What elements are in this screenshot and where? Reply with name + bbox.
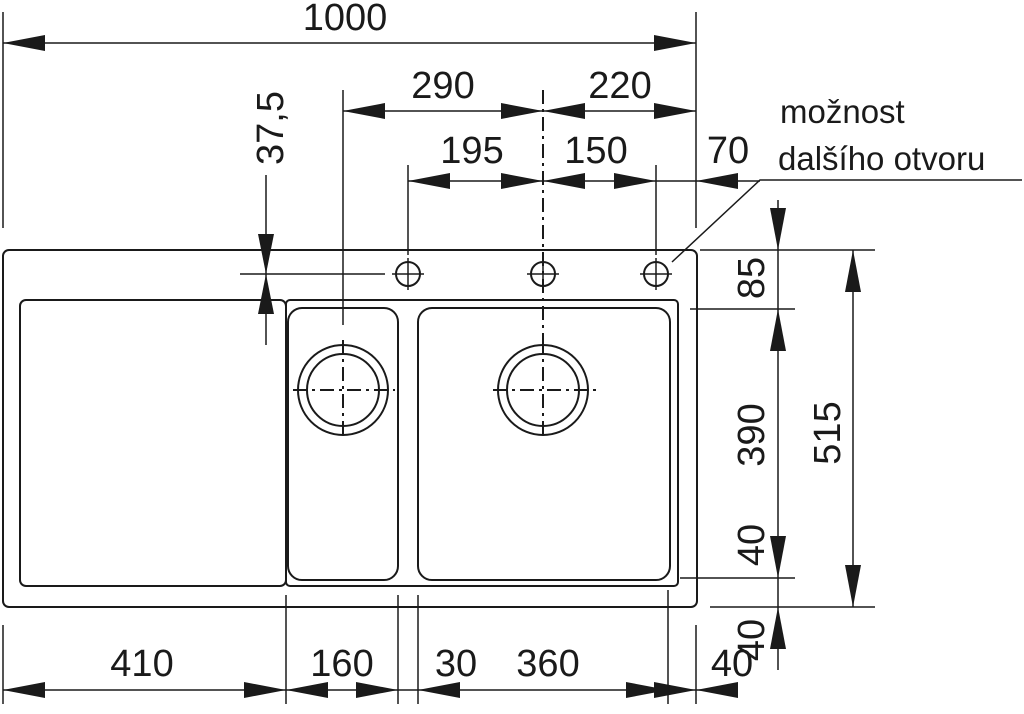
dim-bowl-depth: 390 — [731, 403, 773, 466]
dim-overall-depth: 515 — [807, 401, 849, 464]
dim-divider-width: 30 — [435, 643, 477, 685]
dim-small-bowl-width: 160 — [310, 643, 373, 685]
dim-top-margin: 85 — [731, 257, 773, 299]
small-bowl-drain — [293, 340, 395, 440]
note-line-1: možnost — [780, 93, 905, 130]
dim-extra-hole-offset-left: 195 — [440, 130, 503, 172]
dim-left-to-center-hole: 290 — [411, 65, 474, 107]
note-line-2: dalšího otvoru — [778, 140, 985, 177]
dim-lower-right-rim: 40 — [731, 619, 773, 661]
dim-right-rim-width: 40 — [711, 643, 753, 685]
dim-bottom-margin: 40 — [731, 524, 773, 566]
dim-hole-row-offset: 37,5 — [250, 91, 292, 165]
dim-right-margin: 70 — [707, 130, 749, 172]
dim-center-to-right-edge: 220 — [588, 65, 651, 107]
large-bowl-drain — [493, 340, 597, 440]
tap-hole-left — [392, 258, 424, 290]
dimension-lines — [3, 35, 1022, 698]
sink-outline — [2, 249, 698, 608]
tap-hole-right — [640, 258, 672, 290]
dim-extra-hole-offset-right: 150 — [564, 130, 627, 172]
dim-overall-width: 1000 — [303, 0, 388, 39]
bowl-frame — [285, 299, 679, 587]
dim-large-bowl-width: 360 — [516, 643, 579, 685]
dim-drainer-width: 410 — [110, 643, 173, 685]
drainer-area — [19, 299, 287, 587]
extension-lines — [2, 12, 875, 704]
